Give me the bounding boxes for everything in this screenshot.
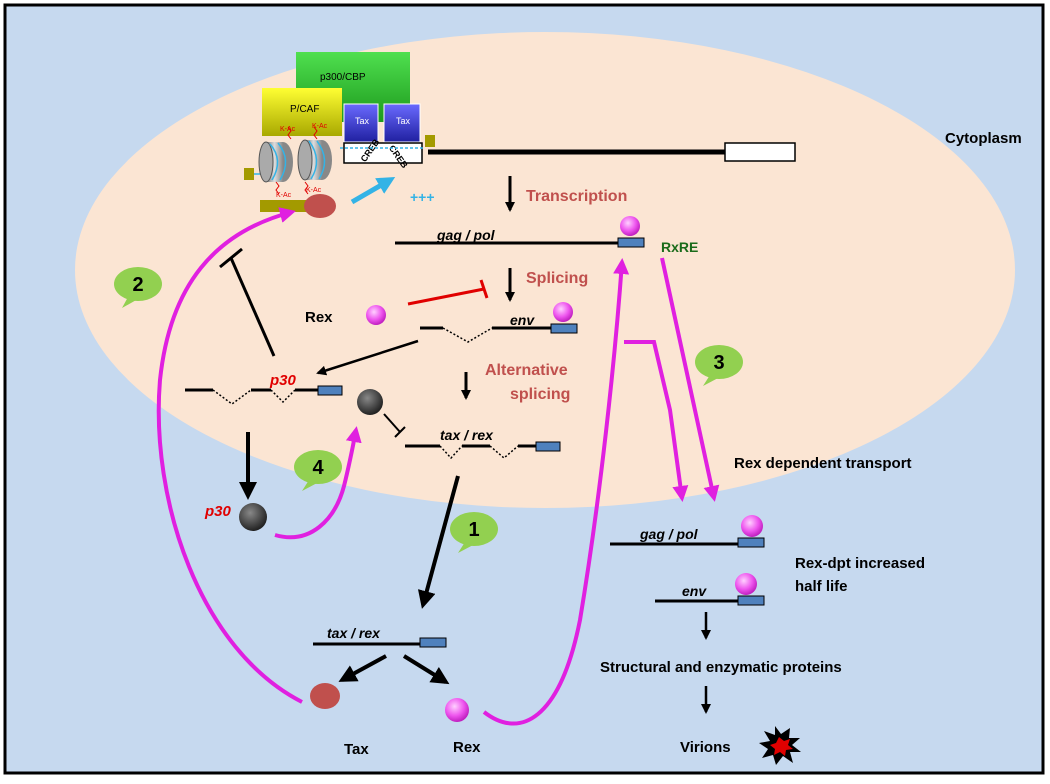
p30-inhibit-bar	[219, 247, 243, 269]
gagpol-exon-box	[617, 237, 645, 248]
rex-nucleus-protein	[366, 305, 386, 325]
kac-label-3: K-Ac	[276, 192, 292, 199]
rex-on-env-cyto	[735, 573, 757, 595]
tax-box-left	[343, 103, 379, 143]
step-badge-3: 3	[695, 345, 743, 386]
step-label-1: 1	[468, 519, 479, 541]
step-badge-2: 2	[114, 267, 162, 308]
rex-transport-arrow-2	[660, 257, 720, 502]
step-label-4: 4	[312, 457, 324, 479]
taxrex-intron1	[439, 445, 463, 460]
nucleosome-1-face	[258, 141, 274, 183]
rex-on-env	[553, 302, 573, 322]
tax-box-right	[383, 103, 421, 143]
pcaf-label: P/CAF	[290, 104, 319, 115]
p30-tax-inhibit-line	[383, 413, 401, 433]
env-exon-box	[550, 323, 578, 334]
activation-arrow	[350, 176, 396, 205]
rex-dpt-label-1: Rex-dpt increased	[795, 555, 925, 572]
ltr-box	[724, 142, 796, 162]
tax-protein-complex	[304, 194, 336, 218]
alt-splicing-label-1: Alternative	[485, 362, 568, 379]
taxrex-cyto-exon-box	[419, 637, 447, 648]
to-tax-arrow	[338, 654, 387, 682]
env-cyto-label: env	[682, 583, 707, 599]
p30-feedback-arrow	[274, 426, 362, 540]
olive-bar	[260, 200, 310, 212]
p30-protein-label: p30	[204, 503, 232, 520]
step-badge-4: 4	[294, 450, 342, 491]
rex-bottom-label: Rex	[453, 739, 481, 756]
pcaf-box	[262, 88, 342, 136]
tax-protein-cyto	[310, 683, 340, 709]
p30-exon-box	[317, 385, 343, 396]
structural-proteins-label: Structural and enzymatic proteins	[600, 659, 842, 676]
rex-nucleus-label: Rex	[305, 309, 333, 326]
p30-intron2	[270, 389, 296, 404]
step-label-2: 2	[132, 274, 143, 296]
transcription-label: Transcription	[526, 188, 627, 205]
tax-label-left: Tax	[355, 116, 370, 126]
gagpol-cyto-label: gag / pol	[639, 526, 699, 542]
kac-label-1: K-Ac	[280, 126, 296, 133]
acetyl-tail-4	[304, 181, 309, 195]
rex-transport-arrow-1	[624, 340, 689, 502]
tax-feedback-arrow	[156, 207, 303, 704]
env-label: env	[510, 312, 535, 328]
p30-tax-inhibit-bar	[394, 426, 406, 438]
acetyl-tail-3	[275, 181, 280, 195]
rxre-label: RxRE	[661, 239, 698, 255]
acetyl-tail-2	[313, 126, 318, 140]
taxrex-exon-box	[535, 441, 561, 452]
env-cyto-exon-box	[737, 595, 765, 606]
rex-dpt-label-2: half life	[795, 578, 848, 595]
p30-nucleus-protein	[357, 389, 383, 415]
dna-wrap-2	[308, 140, 326, 180]
rex-on-gagpol-cyto	[741, 515, 763, 537]
creb-box	[343, 142, 423, 164]
plus-label: +++	[410, 189, 435, 205]
olive-marker-right	[425, 135, 435, 147]
acetyl-tail-1	[287, 126, 292, 140]
alt-splicing-label-2: splicing	[510, 386, 570, 403]
p30-inhibit-line	[229, 257, 276, 357]
taxrex-nucleus-label: tax / rex	[440, 427, 494, 443]
cytoplasm-label: Cytoplasm	[945, 130, 1022, 147]
virion-icon	[759, 726, 801, 765]
p30-transcript-label: p30	[269, 372, 297, 389]
dna-wrap-1	[269, 142, 287, 181]
tax-label-right: Tax	[396, 116, 411, 126]
kac-label-4: K-Ac	[306, 187, 322, 194]
rex-inhibit-line	[407, 287, 485, 306]
transcription-complex: p300/CBP P/CAF Tax Tax CREB CREB K-Ac K-…	[244, 52, 435, 218]
nucleosome-2-face	[297, 139, 313, 181]
rex-transport-label: Rex dependent transport	[734, 455, 912, 472]
rex-protein-cyto	[445, 698, 469, 722]
gagpol-cyto-exon-box	[737, 537, 765, 548]
to-p30-arrow	[316, 339, 419, 376]
tax-bottom-label: Tax	[344, 741, 369, 758]
step-label-3: 3	[713, 352, 724, 374]
taxrex-cyto-label: tax / rex	[327, 625, 381, 641]
to-rex-arrow	[402, 654, 450, 685]
p300-cbp-label: p300/CBP	[320, 72, 366, 83]
rex-inhibit-bar	[479, 279, 489, 299]
p30-cytoplasm-protein	[239, 503, 267, 531]
rex-feedback-arrow	[482, 258, 630, 726]
olive-marker-left	[244, 168, 254, 180]
env-intron	[442, 327, 493, 343]
gagpol-label: gag / pol	[436, 227, 496, 243]
virions-label: Virions	[680, 739, 731, 756]
splicing-label: Splicing	[526, 270, 588, 287]
export-arrow	[417, 475, 460, 609]
kac-label-2: K-Ac	[312, 123, 328, 130]
step-badge-1: 1	[450, 512, 498, 553]
rex-on-gagpol	[620, 216, 640, 236]
